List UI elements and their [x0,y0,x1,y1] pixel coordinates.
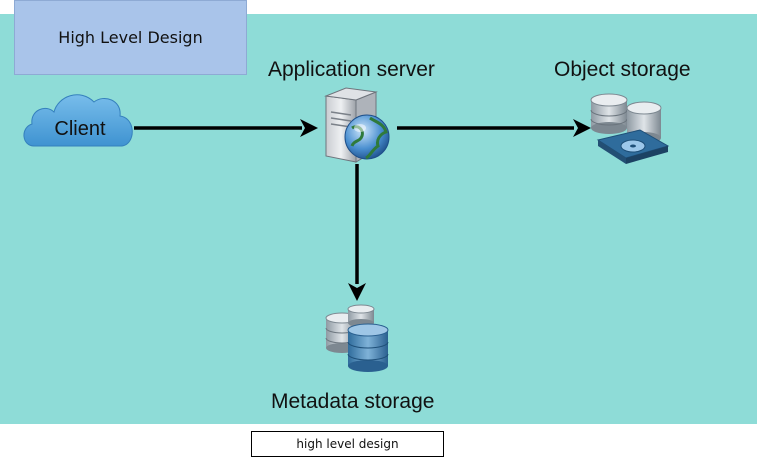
arrow-app-server-to-object-storage [397,119,591,137]
object-storage-label: Object storage [554,58,691,81]
database-front-cylinder [347,323,389,372]
client-label: Client [54,118,106,140]
metadata-storage-label: Metadata storage [271,390,435,413]
arrow-client-to-app-server [134,119,318,137]
diagram-title: High Level Design [14,0,247,75]
app-server-label: Application server [268,58,435,81]
diagram-caption: high level design [251,431,444,457]
arrow-app-server-to-metadata-storage [348,164,366,301]
database-drive-icon [590,93,670,164]
server-globe-icon [324,87,390,163]
database-stack-icon [325,304,389,372]
cloud-icon: Client [23,94,133,147]
